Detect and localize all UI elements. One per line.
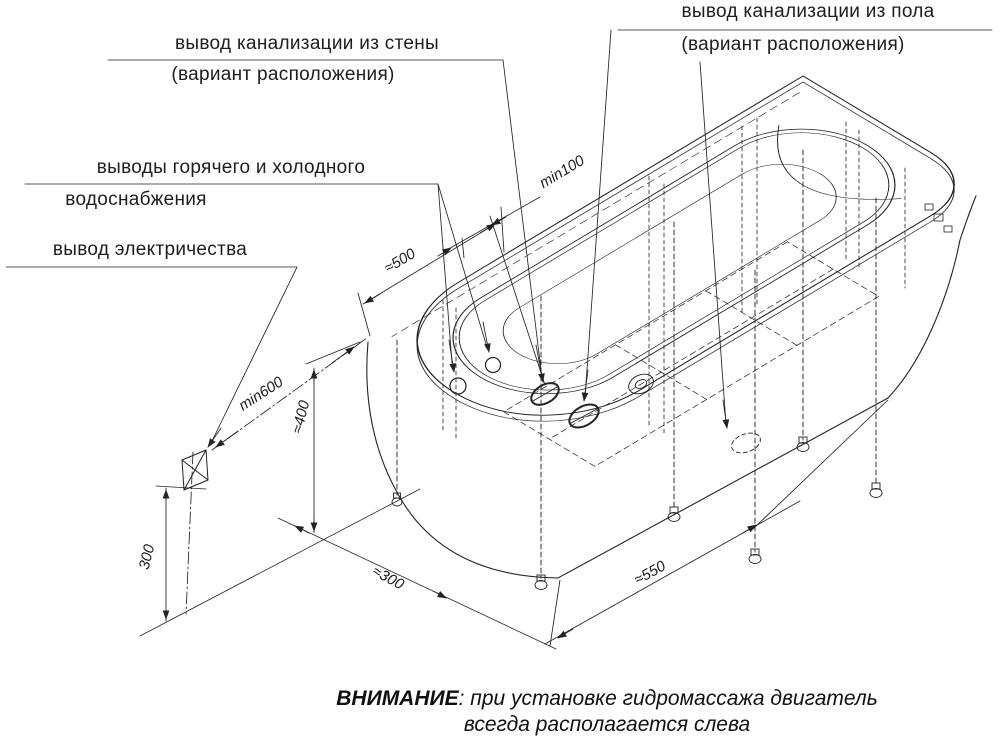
callout-sewer-wall-line2: (вариант расположения) [171,64,395,85]
dimension-lines [155,196,889,647]
deck-edge-thickness [416,81,955,422]
basin-rim-outer [452,128,896,395]
basin-rim-inner [458,132,890,391]
warning-note: ВНИМАНИЕ: при установке гидромассажа дви… [336,686,877,738]
callout-sewer-floor-line2: (вариант расположения) [681,34,905,55]
warning-emphasis: ВНИМАНИЕ [336,687,459,710]
skirt-left-front-edge [366,341,889,579]
floor-lines [139,488,557,650]
headrest-curve [777,125,902,200]
warning-line2: всегда располагается слева [463,713,751,736]
power-outlet-symbol [181,449,209,491]
cold-water-outlet-marker [484,356,502,374]
floor-drain-marker [568,403,600,429]
deck-outline [416,75,955,416]
leader-lines [5,29,993,448]
hot-water-outlet-marker [449,377,467,395]
rim-hardware [924,203,953,233]
feet [391,436,883,590]
legs [396,149,877,579]
warning-text: : при установке гидромассажа двигатель [458,687,878,710]
bathtub-body [366,75,977,590]
support-frame [503,241,880,467]
callout-electricity: вывод электричества [52,239,248,260]
skirt-right-edge [887,195,977,399]
deck-centerline [391,92,800,337]
callout-sewer-floor-line1: вывод канализации из пола [681,1,935,22]
basin-floor-outline [502,163,837,364]
tub-drain [628,373,654,395]
floor-drain-position-dashed [731,432,761,454]
callout-water-line1: выводы горячего и холодного [96,157,366,178]
wall-drain-marker [530,382,560,406]
piping-dashed-lines [442,117,906,441]
callout-water-line2: водоснабжения [65,189,207,210]
callout-sewer-wall-line1: вывод канализации из стены [175,33,439,54]
